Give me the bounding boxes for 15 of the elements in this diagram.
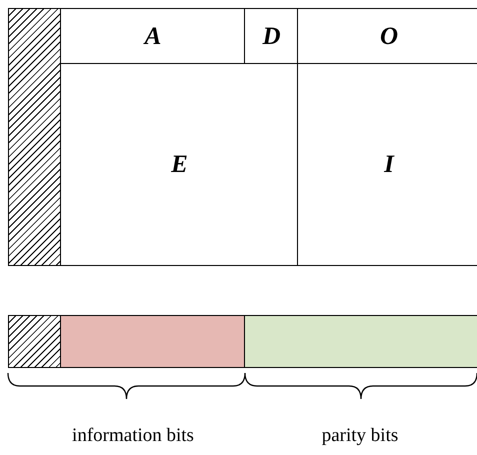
block-label: E bbox=[171, 150, 188, 178]
bar-segment bbox=[244, 315, 477, 368]
matrix-block bbox=[297, 63, 477, 266]
bracket-label: information bits bbox=[72, 425, 194, 447]
matrix-block bbox=[297, 8, 477, 65]
bracket-label: parity bits bbox=[322, 425, 398, 447]
hatched-block bbox=[8, 315, 61, 368]
matrix-block bbox=[60, 63, 299, 266]
block-label: O bbox=[380, 22, 398, 50]
block-label: A bbox=[144, 22, 162, 50]
bar-segment bbox=[60, 315, 246, 368]
hatched-block bbox=[8, 8, 61, 266]
block-label: I bbox=[384, 150, 394, 178]
block-label: D bbox=[262, 22, 281, 50]
matrix-block bbox=[244, 8, 299, 65]
